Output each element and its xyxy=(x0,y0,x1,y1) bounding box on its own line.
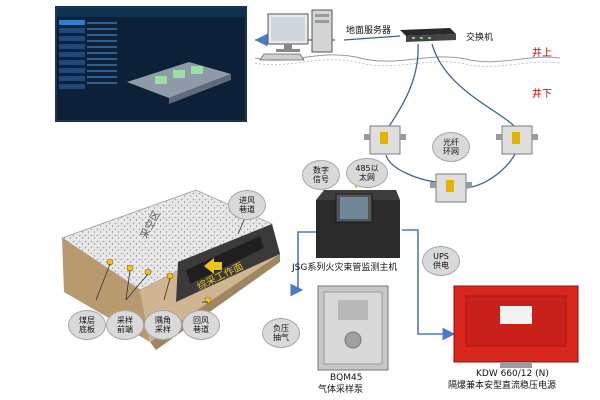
screen-plan-view xyxy=(127,62,231,104)
negative-pressure-bubble: 负压抽气 xyxy=(262,318,300,348)
screen-sidebar xyxy=(59,20,85,120)
junction-box-icon xyxy=(496,125,538,155)
host-label: JSG系列火灾束管监测主机 xyxy=(292,263,398,273)
sample-front-pointer xyxy=(125,269,131,301)
power-model-label: KDW 660/12 (N) xyxy=(476,369,549,379)
power-supply-icon xyxy=(453,285,579,368)
pump-name-label: 气体采样泵 xyxy=(318,385,364,395)
fiber-ring-bubble: 光纤环网 xyxy=(432,132,470,162)
pointer-lines xyxy=(95,219,245,303)
sampling-pump-icon xyxy=(317,285,389,371)
host-to-pump-arrow xyxy=(290,231,316,297)
ground-line xyxy=(254,54,561,67)
pump-model-label: BQM45 xyxy=(330,373,363,383)
switch-to-box1-cable xyxy=(387,43,419,129)
coal-floor-pointer xyxy=(95,263,111,301)
screen-data-rows xyxy=(87,22,117,88)
switch-label: 交换机 xyxy=(466,33,494,43)
box2-to-box3-cable xyxy=(465,151,517,189)
below-ground-label: 井下 xyxy=(532,89,552,100)
screen-status-row xyxy=(117,108,243,118)
coal-floor-bubble: 煤层底板 xyxy=(68,310,106,340)
power-name-label: 隔爆兼本安型直流稳压电源 xyxy=(448,381,557,391)
above-ground-label: 井上 xyxy=(532,48,552,59)
intake-roadway-pointer xyxy=(237,219,245,235)
digital-signal-bubble: 数字信号 xyxy=(302,160,340,190)
box1-to-box2-cable xyxy=(385,154,437,183)
network-switch-icon xyxy=(400,28,456,42)
ground-server-label: 地面服务器 xyxy=(346,26,392,36)
server-to-switch-cable xyxy=(343,35,401,41)
corner-sample-bubble: 隅角采样 xyxy=(144,310,182,340)
screen-title-bar xyxy=(57,8,245,17)
corner-sample-pointer xyxy=(163,277,171,301)
return-roadway-bubble: 回风巷道 xyxy=(182,310,220,340)
junction-box-icon xyxy=(364,125,406,155)
ethernet-485-bubble: 485以太网 xyxy=(346,158,388,188)
sample-front-pointer-2 xyxy=(125,273,149,301)
power-arrow xyxy=(402,229,456,341)
computer-icon xyxy=(259,9,333,61)
switch-to-box3-cable xyxy=(431,43,517,129)
monitoring-host-icon xyxy=(316,190,400,258)
junction-box-icon xyxy=(430,173,472,203)
monitoring-screen xyxy=(55,6,247,122)
sample-front-bubble: 采样前端 xyxy=(106,310,144,340)
intake-roadway-bubble: 进风巷道 xyxy=(228,190,266,220)
